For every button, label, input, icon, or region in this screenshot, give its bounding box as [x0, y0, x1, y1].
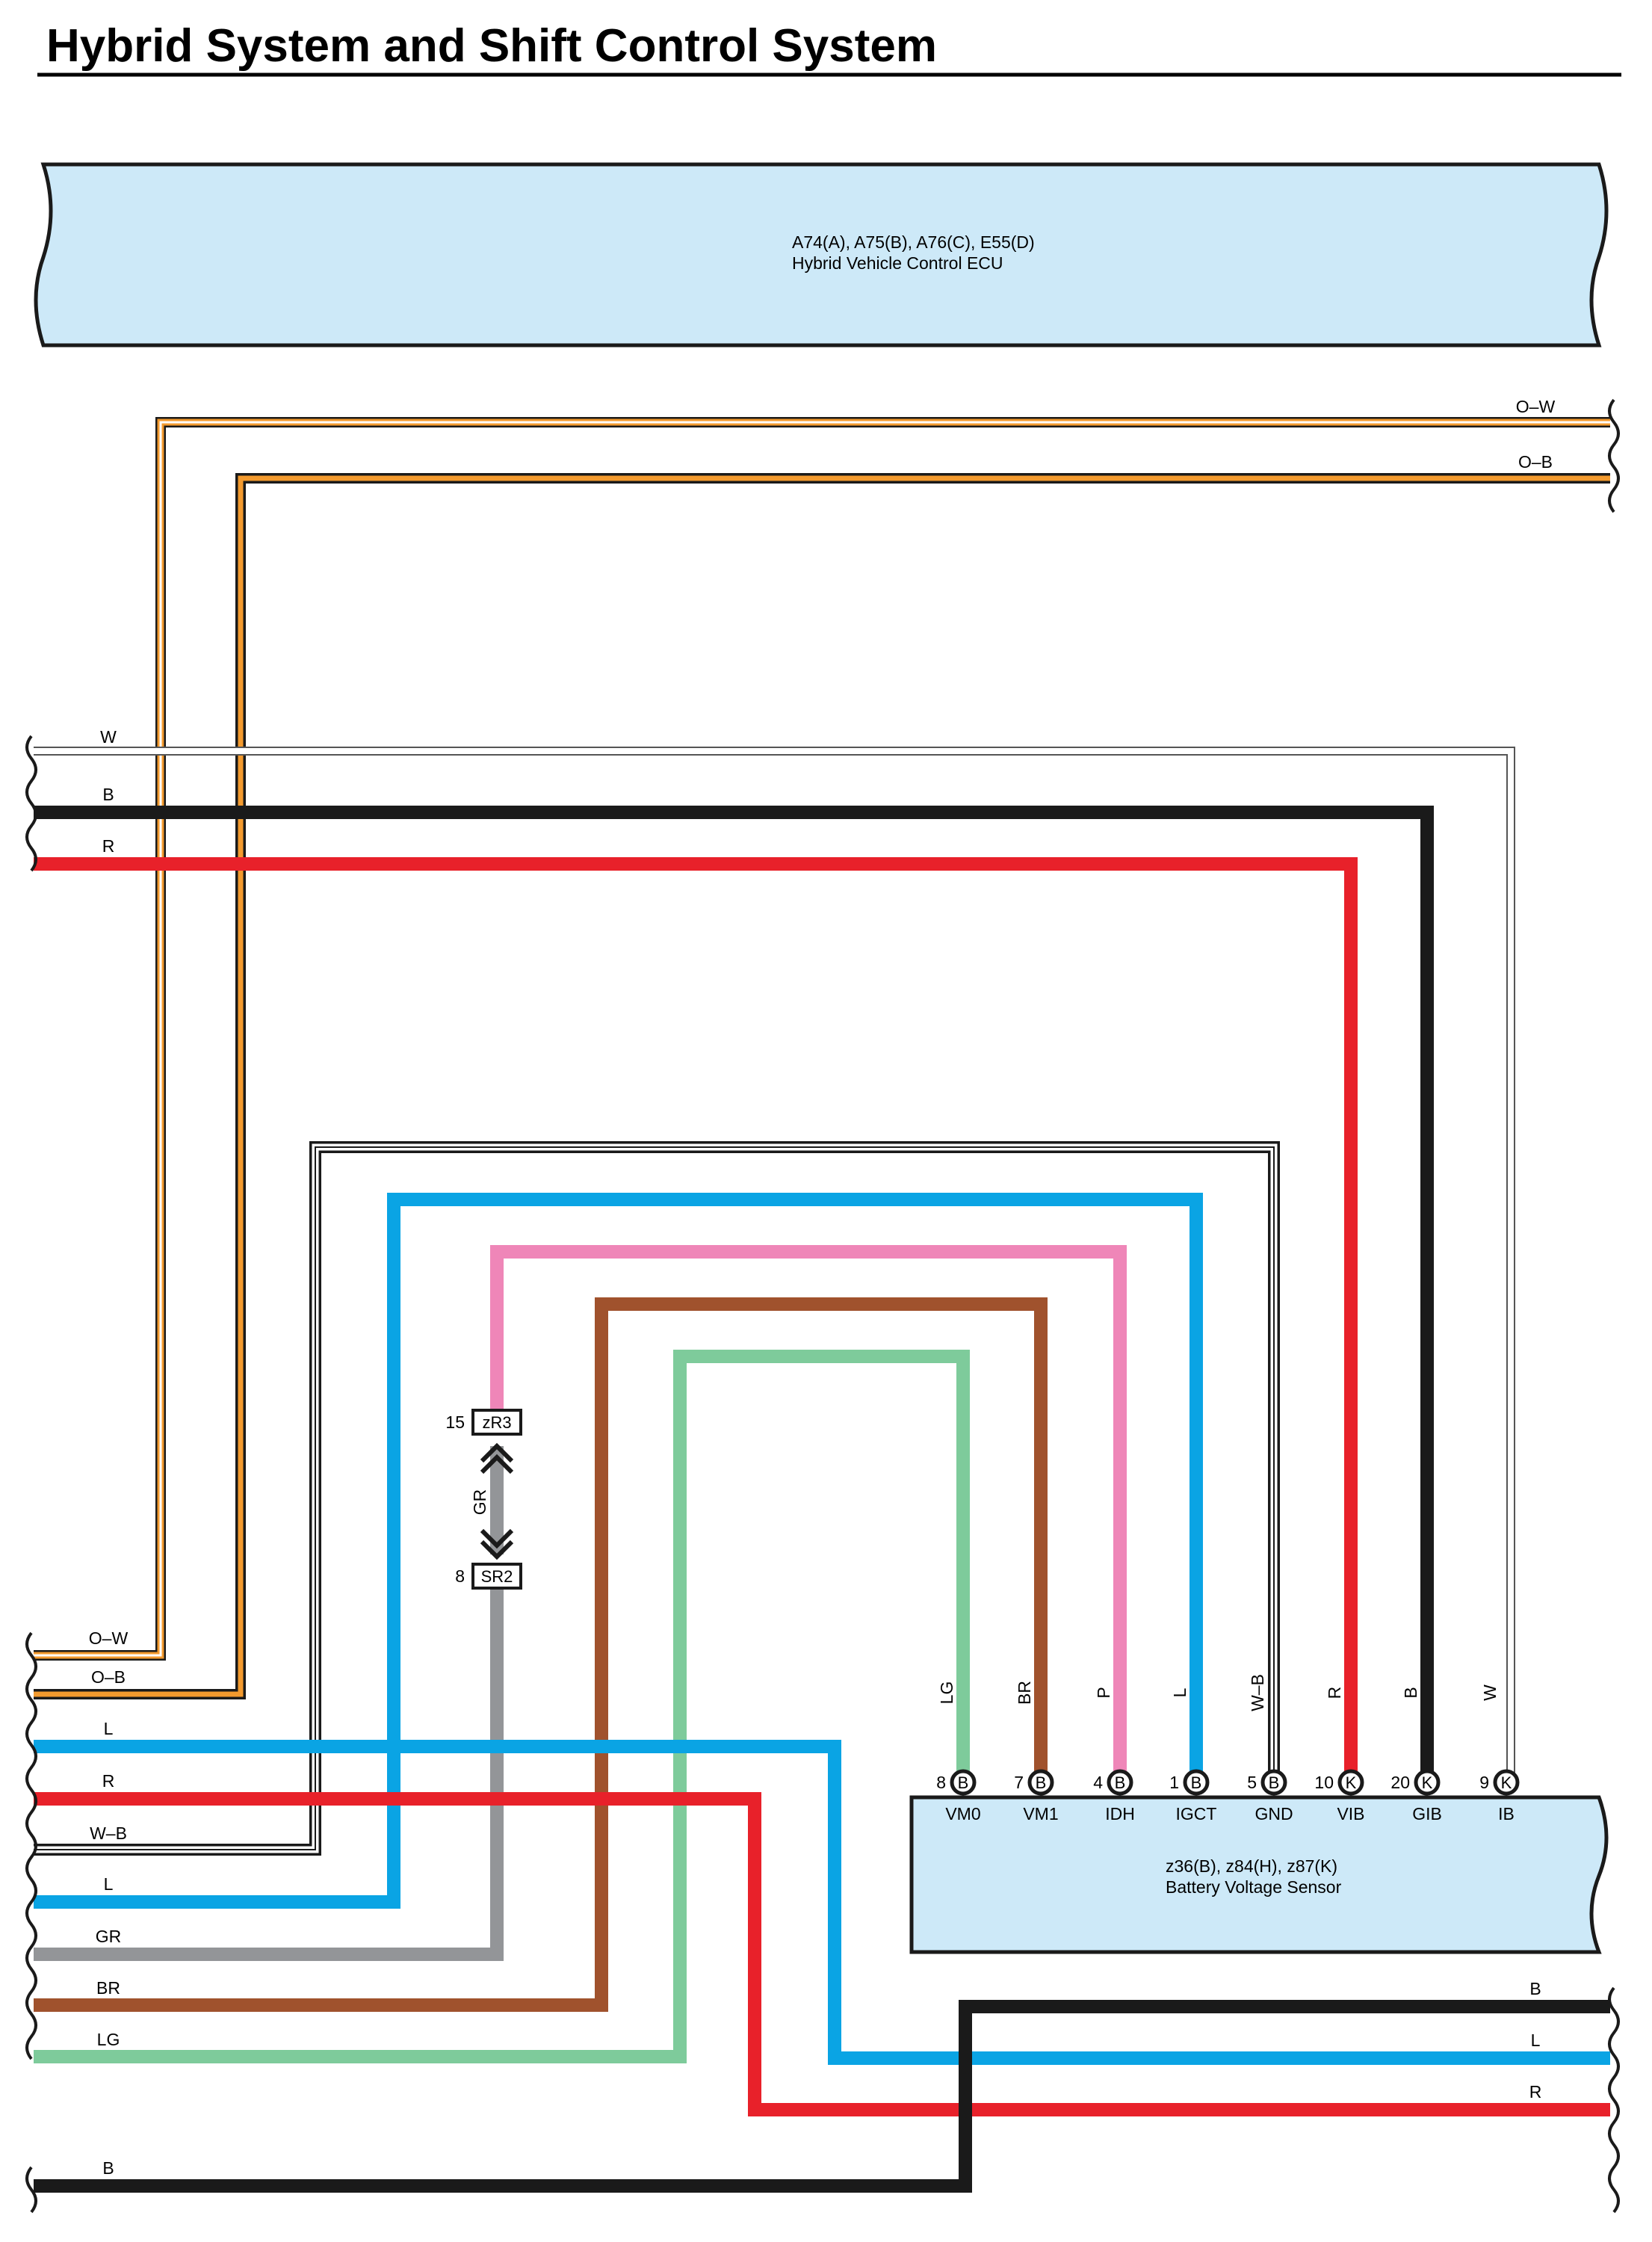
wire-label-right-b: B	[1529, 1979, 1541, 1998]
pin-connector: B	[1036, 1773, 1047, 1792]
wire-label-left-r2: R	[102, 1771, 115, 1791]
pin-terminal: IB	[1498, 1804, 1515, 1823]
wire-label-right-r: R	[1529, 2082, 1542, 2102]
pin-wire-label: B	[1401, 1687, 1420, 1698]
break-marks	[25, 398, 1620, 2214]
pin-number: 20	[1390, 1773, 1410, 1792]
hybrid-ecu-name: Hybrid Vehicle Control ECU	[792, 253, 1003, 273]
wire-br-vm1	[34, 1297, 1048, 2012]
wire-label-left-r: R	[102, 836, 115, 856]
battery-sensor-code: z36(B), z84(H), z87(K)	[1166, 1856, 1337, 1876]
chevron-up-icon	[480, 1442, 514, 1474]
page-title: Hybrid System and Shift Control System	[46, 20, 937, 72]
junction-zr3[interactable]: zR3 15	[445, 1409, 522, 1436]
pin-connector: B	[1191, 1773, 1202, 1792]
junction-zr3-pin: 15	[445, 1412, 465, 1432]
wire-w-b	[34, 1141, 1280, 1856]
sensor-pin-gnd[interactable]: B 5 GND W–B	[1247, 1674, 1293, 1823]
pin-wire-label: W–B	[1248, 1674, 1267, 1711]
wire-label-left-br: BR	[96, 1978, 120, 1998]
pin-number: 5	[1247, 1773, 1257, 1792]
wire-p-idh	[490, 1245, 1127, 1779]
pin-connector: K	[1501, 1773, 1512, 1792]
hybrid-ecu-box[interactable]	[34, 162, 1609, 348]
pin-number: 9	[1479, 1773, 1489, 1792]
pin-terminal: IGCT	[1176, 1804, 1217, 1823]
sensor-pin-igct[interactable]: B 1 IGCT L	[1169, 1687, 1216, 1823]
pin-connector: B	[958, 1773, 969, 1792]
pin-number: 7	[1014, 1773, 1024, 1792]
pin-terminal: IDH	[1105, 1804, 1135, 1823]
wire-label-right-o-b: O–B	[1518, 452, 1553, 472]
junction-zr3-name: zR3	[482, 1413, 511, 1432]
sensor-pin-vm1[interactable]: B 7 VM1 BR	[1014, 1681, 1058, 1823]
pin-number: 8	[936, 1773, 946, 1792]
pin-wire-label: LG	[937, 1682, 956, 1705]
pin-number: 10	[1314, 1773, 1334, 1792]
pin-number: 1	[1169, 1773, 1179, 1792]
pin-wire-label: W	[1480, 1684, 1500, 1701]
pin-wire-label: L	[1170, 1687, 1189, 1697]
pin-connector: K	[1346, 1773, 1357, 1792]
battery-sensor-box[interactable]	[909, 1795, 1609, 1954]
sensor-pin-vm0[interactable]: B 8 VM0 LG	[936, 1682, 980, 1823]
pin-connector: K	[1422, 1773, 1433, 1792]
sensor-pin-ib[interactable]: K 9 IB W	[1479, 1684, 1520, 1823]
wire-w	[34, 747, 1515, 1779]
pin-wire-label: BR	[1015, 1681, 1034, 1705]
wire-label-left-w-b: W–B	[90, 1823, 127, 1843]
junction-sr2-pin: 8	[455, 1566, 465, 1586]
wire-label-left-b: B	[102, 785, 114, 804]
pin-terminal: VM1	[1023, 1804, 1058, 1823]
wire-b-upper	[34, 806, 1434, 1779]
wire-label-left-w: W	[100, 727, 117, 747]
pin-connector: B	[1269, 1773, 1280, 1792]
wire-label-left-o-b: O–B	[91, 1667, 126, 1687]
pin-terminal: VM0	[945, 1804, 980, 1823]
pin-terminal: GND	[1255, 1804, 1293, 1823]
pin-number: 4	[1093, 1773, 1103, 1792]
wire-o-w	[34, 417, 1610, 1661]
wire-label-left-bottom-b: B	[102, 2158, 114, 2178]
wire-label-left-o-w: O–W	[89, 1628, 129, 1648]
wire-lg-vm0	[34, 1350, 970, 2063]
hybrid-ecu-code: A74(A), A75(B), A76(C), E55(D)	[792, 232, 1035, 252]
pin-connector: B	[1115, 1773, 1126, 1792]
wire-label-left-l2: L	[104, 1874, 114, 1894]
wire-r-through	[34, 1792, 1610, 2116]
sensor-pin-idh[interactable]: B 4 IDH P	[1093, 1687, 1135, 1823]
pin-terminal: GIB	[1412, 1804, 1442, 1823]
battery-sensor-name: Battery Voltage Sensor	[1166, 1877, 1342, 1897]
wire-r-upper	[34, 857, 1358, 1779]
wire-label-right-l: L	[1531, 2031, 1541, 2050]
wire-b-through	[34, 2000, 1610, 2193]
junction-sr2[interactable]: SR2 8	[455, 1563, 522, 1590]
wire-label-left-lg: LG	[97, 2030, 120, 2049]
pin-wire-label: R	[1325, 1687, 1344, 1699]
pin-terminal: VIB	[1337, 1804, 1364, 1823]
wire-l-through	[34, 1740, 1610, 2065]
wire-label-right-o-w: O–W	[1516, 397, 1556, 416]
wire-label-left-gr: GR	[96, 1927, 122, 1946]
chevron-down-icon	[480, 1528, 514, 1560]
sensor-pin-gib[interactable]: K 20 GIB B	[1390, 1687, 1441, 1823]
wire-o-b	[34, 473, 1610, 1699]
wire-gr	[34, 1588, 504, 1961]
pin-wire-label: P	[1094, 1687, 1113, 1698]
sensor-pin-vib[interactable]: K 10 VIB R	[1314, 1687, 1364, 1823]
wire-l-igct	[34, 1193, 1203, 1909]
wire-label-left-l: L	[104, 1719, 114, 1738]
wire-label-gr-link: GR	[470, 1489, 489, 1516]
junction-sr2-name: SR2	[481, 1567, 513, 1586]
